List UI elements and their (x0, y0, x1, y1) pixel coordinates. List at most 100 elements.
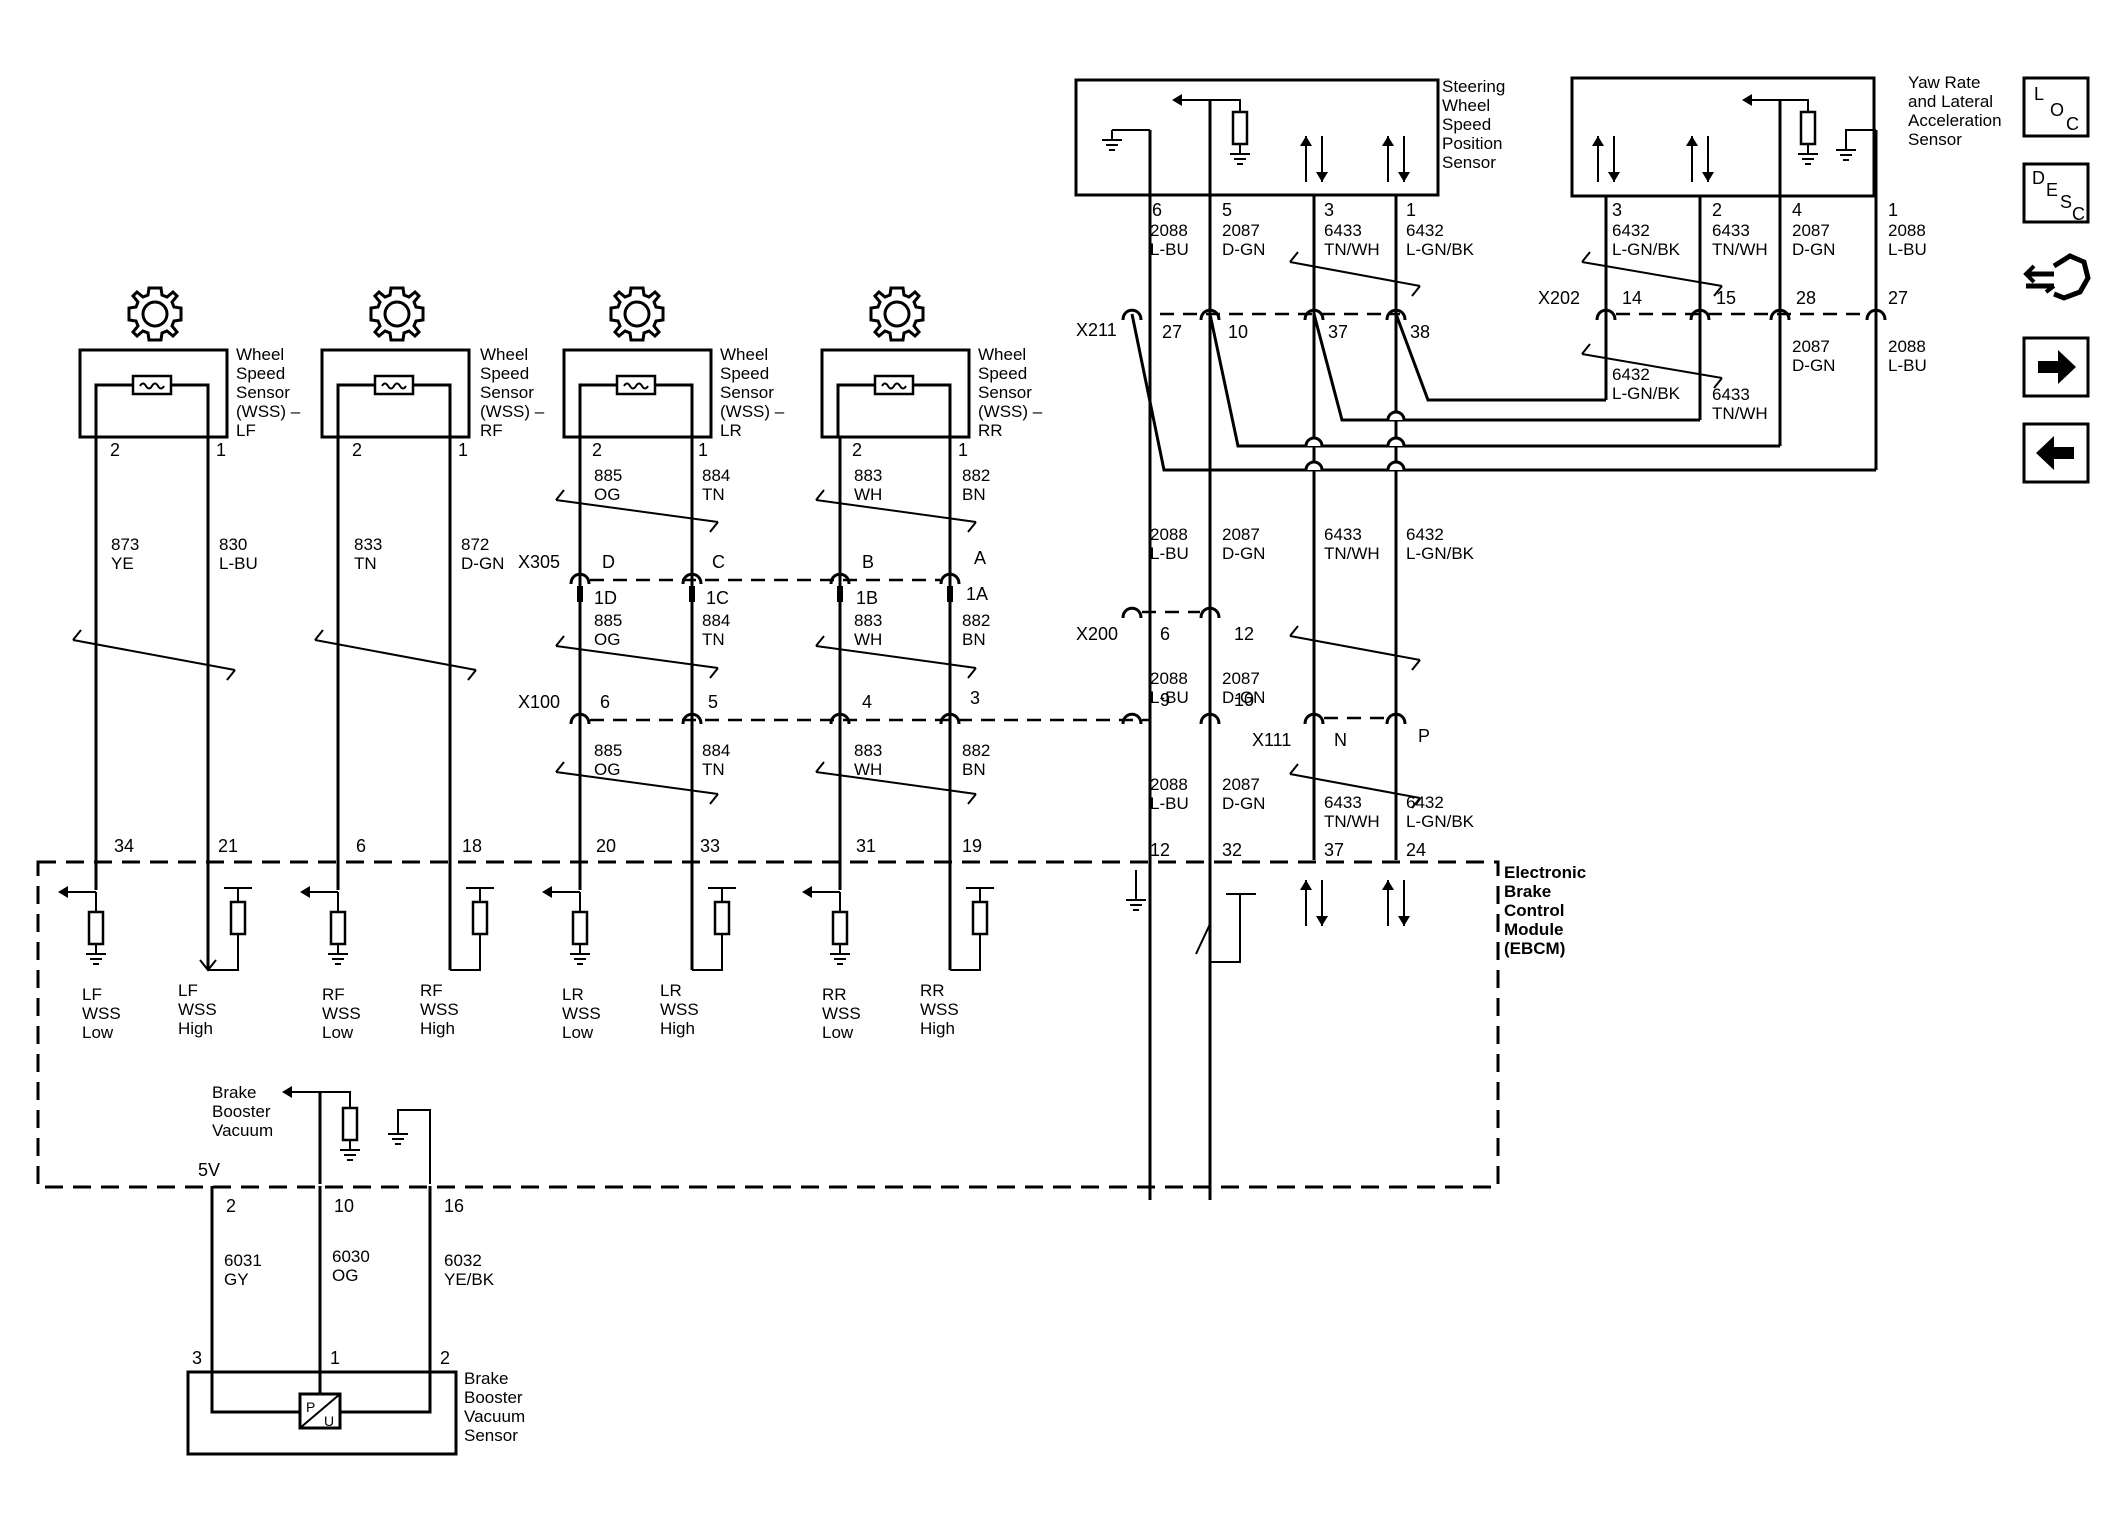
label-line: Booster (464, 1388, 523, 1407)
pin-label: 3 (192, 1348, 202, 1368)
label-line: D-GN (1222, 544, 1265, 563)
label-line: 2088 (1888, 337, 1926, 356)
pin-label: 34 (114, 836, 134, 856)
label-line: RR (822, 985, 847, 1004)
connector-x202: X202 14 15 28 27 (1538, 288, 1908, 322)
label-line: L-BU (1888, 240, 1927, 259)
label-line: WSS (822, 1004, 861, 1023)
label-line: 883 (854, 741, 882, 760)
label-line: 2088 (1150, 525, 1188, 544)
connector-icon (2023, 253, 2091, 301)
label-line: L-GN/BK (1612, 240, 1681, 259)
label-line: Brake (464, 1369, 508, 1388)
label-line: 2087 (1222, 775, 1260, 794)
label-line: 6433 (1712, 385, 1750, 404)
label-line: Sensor (1908, 130, 1962, 149)
label-line: Wheel (720, 345, 768, 364)
label-line: 2087 (1792, 337, 1830, 356)
pin-label: 15 (1716, 288, 1736, 308)
label-line: 884 (702, 466, 730, 485)
label-line: Brake (1504, 882, 1551, 901)
pin-label: 12 (1150, 840, 1170, 860)
label-line: Sensor (720, 383, 774, 402)
pin-label: 37 (1328, 322, 1348, 342)
label-line: 6433 (1712, 221, 1750, 240)
label-line: D-GN (1222, 688, 1265, 707)
label-line: 882 (962, 741, 990, 760)
connector-x200: X200 6 12 9 10 (1076, 606, 1254, 726)
label-line: 884 (702, 611, 730, 630)
label-line: (WSS) – (236, 402, 301, 421)
label-line: LR (720, 421, 742, 440)
previous-page-button[interactable] (2022, 422, 2090, 484)
label-line: WSS (920, 1000, 959, 1019)
pin-label: 3 (970, 688, 980, 708)
label-line: Sensor (464, 1426, 518, 1445)
label-line: RR (978, 421, 1003, 440)
label-line: 830 (219, 535, 247, 554)
pin-label: 1 (698, 440, 708, 460)
label-line: High (660, 1019, 695, 1038)
next-page-button[interactable] (2022, 336, 2090, 398)
label-line: 2088 (1150, 221, 1188, 240)
label-line: Low (562, 1023, 594, 1042)
label-line: D-GN (1792, 240, 1835, 259)
pin-label: 2 (852, 440, 862, 460)
label-line: 2087 (1222, 669, 1260, 688)
pin-label: X202 (1538, 288, 1580, 308)
pin-label: 6 (1152, 200, 1162, 220)
pin-label: D (2032, 168, 2045, 188)
pin-label: 4 (1792, 200, 1802, 220)
pin-label: N (1334, 730, 1347, 750)
label-line: TN (702, 760, 725, 779)
pin-label: 10 (1234, 690, 1254, 710)
pin-label: 31 (856, 836, 876, 856)
label-line: Low (322, 1023, 354, 1042)
label-line: D-GN (1222, 240, 1265, 259)
pin-label: 1 (216, 440, 226, 460)
label-line: L-BU (219, 554, 258, 573)
pin-label: 6 (600, 692, 610, 712)
label-line: WSS (562, 1004, 601, 1023)
label-line: 6433 (1324, 793, 1362, 812)
pin-label: 18 (462, 836, 482, 856)
location-button[interactable]: L O C (2022, 76, 2090, 138)
pin-label: 1B (856, 588, 878, 608)
label-line: L-BU (1150, 240, 1189, 259)
pin-label: S (2060, 192, 2072, 212)
label-line: Sensor (480, 383, 534, 402)
connector-view-button[interactable] (2023, 253, 2091, 301)
label-line: Control (1504, 901, 1564, 920)
label-line: TN/WH (1712, 404, 1768, 423)
label-line: 6433 (1324, 525, 1362, 544)
label-line: BN (962, 485, 986, 504)
description-button[interactable]: D E S C (2022, 162, 2090, 224)
label-line: Speed (480, 364, 529, 383)
label-line: TN (354, 554, 377, 573)
connector-x111: X111 N P (1252, 712, 1430, 750)
label-line: Yaw Rate (1908, 73, 1980, 92)
label-line: 884 (702, 741, 730, 760)
pin-label: 6 (356, 836, 366, 856)
label-line: Booster (212, 1102, 271, 1121)
